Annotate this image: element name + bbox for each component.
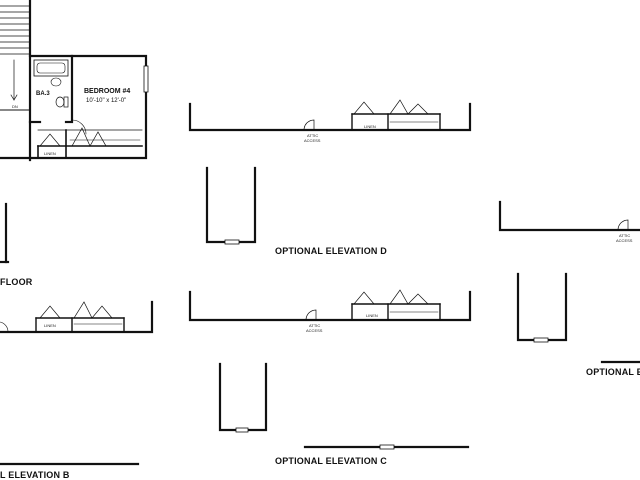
attic-label-c-1: ATTIC xyxy=(309,323,321,328)
attic-label-e-2: ACCESS xyxy=(616,238,633,243)
attic-label-d-2: ACCESS xyxy=(304,138,321,143)
linen-label-b: LINEN xyxy=(44,323,56,328)
attic-label-d-1: ATTIC xyxy=(307,133,319,138)
elevation-c-upper xyxy=(188,289,472,322)
linen-label-1: LINEN xyxy=(44,151,56,156)
elevation-e-upper xyxy=(498,200,640,232)
attic-label-e-1: ATTIC xyxy=(619,233,631,238)
elevation-c-lower xyxy=(218,362,268,433)
elevation-b-upper xyxy=(0,300,154,334)
elevation-d-upper xyxy=(188,99,472,132)
stair xyxy=(0,5,31,101)
elevation-c-title: OPTIONAL ELEVATION C xyxy=(275,456,388,466)
elevation-d-title: OPTIONAL ELEVATION D xyxy=(275,246,388,256)
elevation-d-lower xyxy=(205,166,257,245)
linen-label-c: LINEN xyxy=(366,313,378,318)
stair-down-label: DN xyxy=(12,104,18,109)
bedroom-4-name: BEDROOM #4 xyxy=(84,88,131,95)
bedroom-4-size: 10'-10" x 12'-0" xyxy=(86,98,127,104)
elevation-b-title: L ELEVATION B xyxy=(0,470,70,480)
elevation-e-title: OPTIONAL E xyxy=(586,367,640,377)
attic-label-c-2: ACCESS xyxy=(306,328,323,333)
elevation-e-lower xyxy=(516,272,568,343)
floor-title: FLOOR xyxy=(0,277,33,287)
bedroom-4-plan xyxy=(0,0,149,162)
bath-3-label: BA.3 xyxy=(36,91,50,97)
linen-label-d: LINEN xyxy=(364,124,376,129)
